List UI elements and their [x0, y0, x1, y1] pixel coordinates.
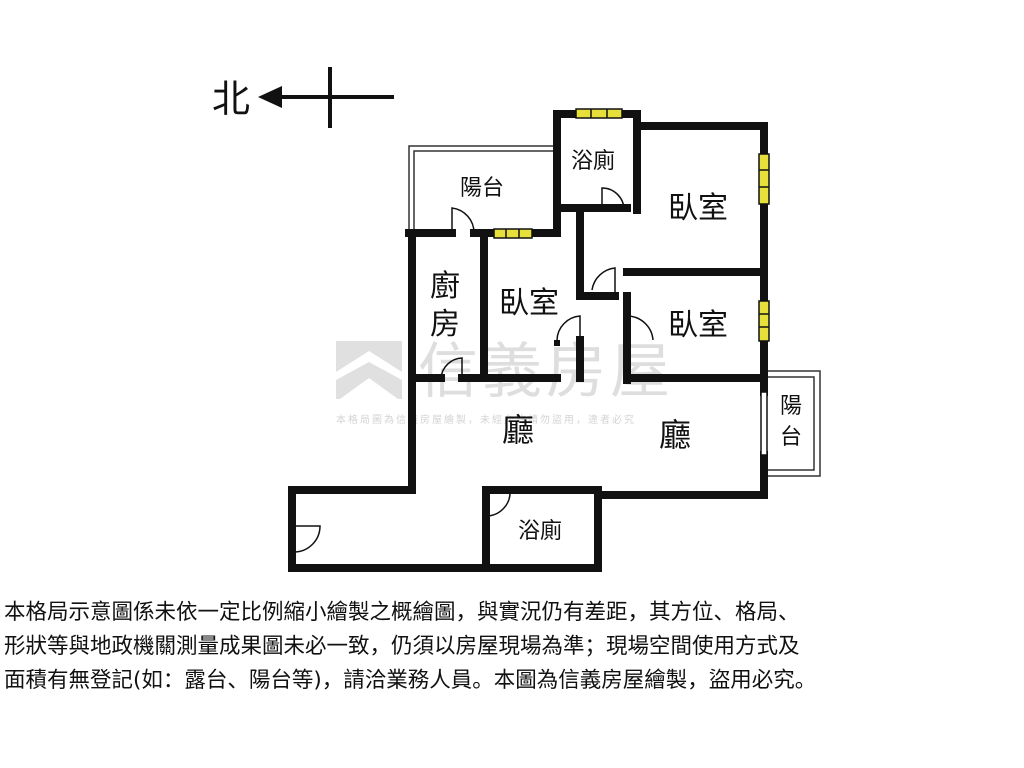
floor-plan: 信義房屋 本格局圖為信義房屋繪製，未經允許請勿盜用，違者必究 北: [212, 67, 821, 572]
north-arrow-icon: [258, 86, 282, 108]
window-east-bedroom: [758, 300, 770, 342]
room-bedroom-mid: 臥室: [499, 286, 559, 321]
disclaimer-text: 本格局示意圖係未依一定比例縮小繪製之概繪圖，與實況仍有差距，其方位、格局、 形狀…: [4, 596, 1020, 698]
walls: [288, 110, 768, 572]
watermark-brand: 信義房屋: [418, 337, 674, 407]
doors: [292, 187, 654, 553]
room-balcony-top: 陽台: [460, 176, 504, 201]
room-balcony-east-2: 台: [780, 425, 802, 450]
watermark-notice: 本格局圖為信義房屋繪製，未經允許請勿盜用，違者必究: [336, 413, 636, 426]
balcony-rails: [408, 145, 821, 477]
door-jambs: [554, 340, 583, 346]
disclaimer-line-2: 形狀等與地政機關測量成果圖未必一致，仍須以房屋現場為準；現場空間使用方式及: [4, 634, 800, 659]
room-kitchen-2: 房: [430, 307, 460, 342]
window-mid-bedroom: [493, 228, 533, 239]
window-ne-bedroom: [758, 153, 770, 205]
watermark-logo-icon: [336, 341, 402, 399]
room-living-left: 廳: [502, 411, 534, 449]
north-compass: 北: [212, 67, 394, 128]
window-top-bath: [575, 108, 623, 119]
room-bath-bottom: 浴廁: [518, 519, 562, 544]
room-balcony-east-1: 陽: [780, 394, 802, 419]
windows: [493, 108, 770, 456]
compass-north-label: 北: [212, 77, 250, 121]
room-bedroom-ne: 臥室: [668, 191, 728, 226]
room-bedroom-east: 臥室: [668, 308, 728, 343]
room-bath-top: 浴廁: [571, 149, 615, 174]
room-kitchen-1: 廚: [430, 269, 460, 304]
disclaimer-line-1: 本格局示意圖係未依一定比例縮小繪製之概繪圖，與實況仍有差距，其方位、格局、: [4, 600, 800, 625]
disclaimer-line-3: 面積有無登記(如：露台、陽台等)，請洽業務人員。本圖為信義房屋繪製，盜用必究。: [4, 668, 817, 693]
balcony-east-door: [760, 391, 768, 456]
room-living-right: 廳: [659, 416, 691, 454]
